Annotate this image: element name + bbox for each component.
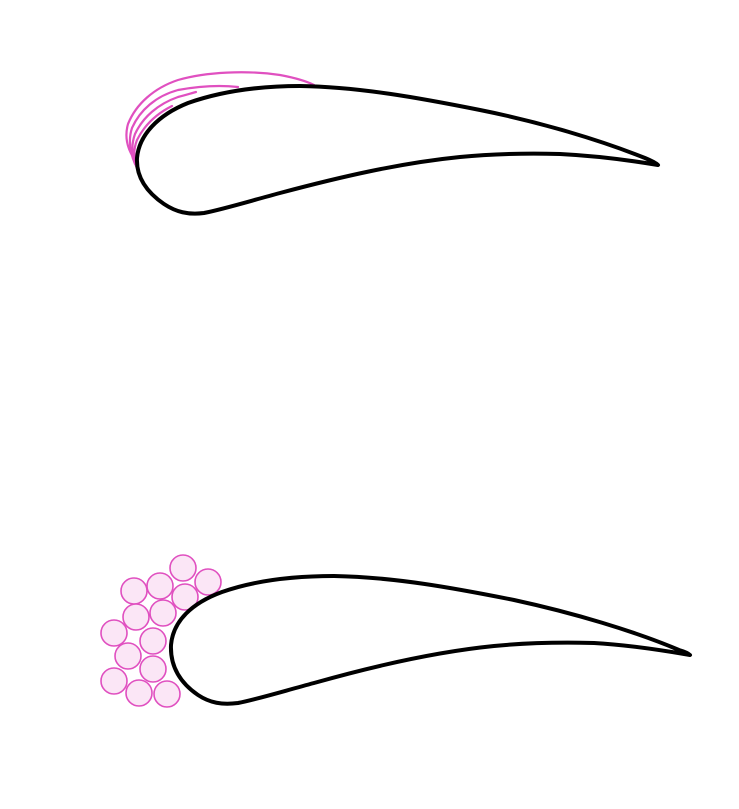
ice-particle [139,627,167,655]
bottom-panel [100,554,692,708]
airfoil-bottom [168,574,692,706]
ice-particle [194,568,222,596]
ice-particle [122,603,150,631]
ice-layer-2 [128,84,240,166]
ice-particle-cluster [100,554,222,708]
ice-particle [114,642,142,670]
top-panel [125,71,660,216]
ice-particle [100,667,128,695]
airfoil-top [134,84,660,216]
ice-particle [146,572,174,600]
ice-particle [139,655,167,683]
ice-particle [125,679,153,707]
ice-particle [100,619,128,647]
ice-particle [169,554,197,582]
ice-layer-3 [131,90,198,168]
ice-particle [153,680,181,708]
ice-particle [171,583,199,611]
ice-layer-1 [125,71,316,162]
ice-particle [149,599,177,627]
ice-particle [120,577,148,605]
